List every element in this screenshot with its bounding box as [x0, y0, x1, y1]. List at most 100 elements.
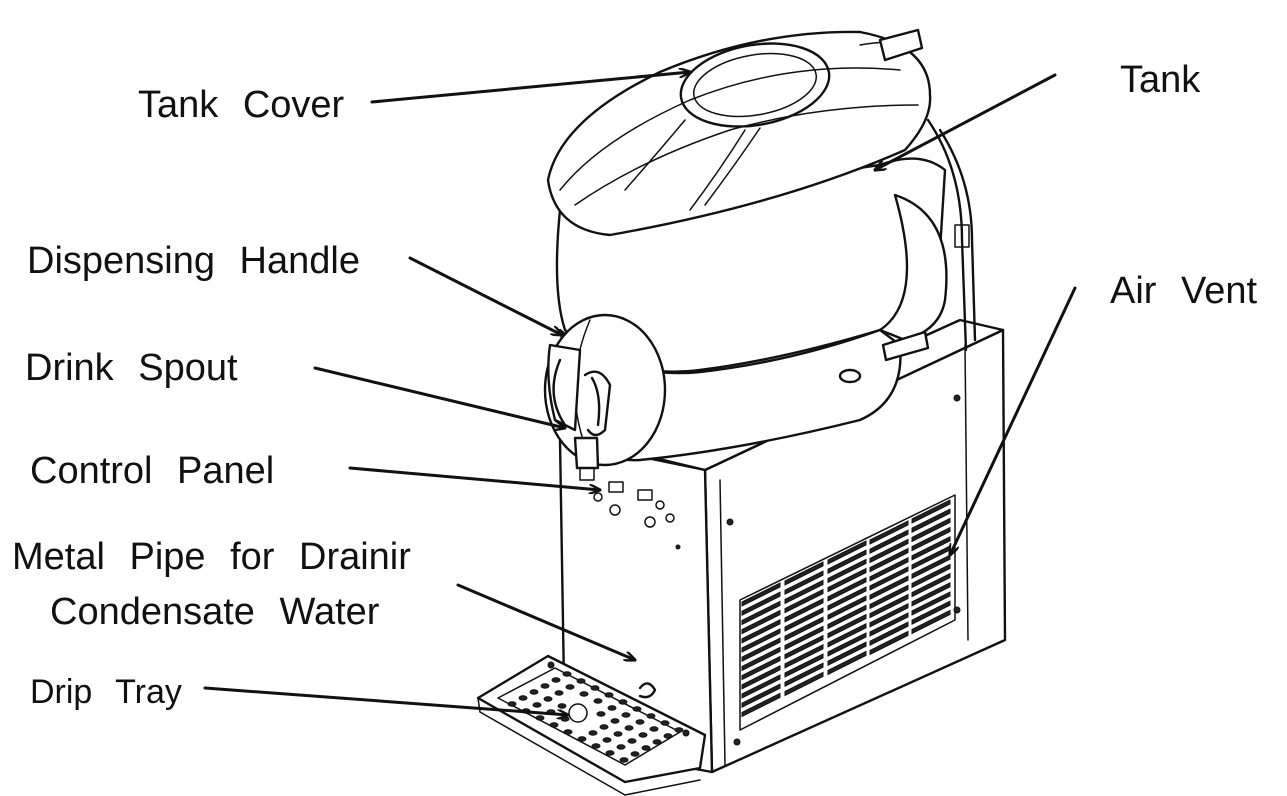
leader-control-panel — [348, 466, 602, 490]
vent-slat — [827, 540, 867, 565]
vent-slat — [741, 637, 781, 663]
tray-hole — [646, 713, 656, 719]
tray-hole — [607, 705, 617, 711]
vent-slat — [911, 609, 951, 635]
vent-slat — [784, 671, 824, 697]
leader-drip-tray — [203, 686, 570, 715]
tray-hole — [619, 757, 629, 763]
vent-slat — [827, 650, 867, 676]
tray-hole — [602, 737, 612, 743]
tray-hole — [618, 699, 628, 705]
leader-drink-spout — [313, 366, 565, 428]
tray-hole — [641, 745, 651, 751]
tray-hole — [591, 743, 601, 749]
tray-hole — [649, 726, 659, 732]
tray-hole — [660, 720, 670, 726]
vent-slat — [911, 535, 951, 561]
vent-slat — [827, 604, 867, 630]
tray-hole — [576, 678, 586, 684]
tray-hole — [565, 684, 575, 690]
vent-slat — [827, 567, 867, 593]
labels: Tank Cover Tank Dispensing Handle Air Ve… — [12, 59, 1258, 711]
vent-slat — [869, 575, 909, 601]
tray-hole — [562, 671, 572, 677]
vent-slat — [869, 630, 909, 656]
vent-slat — [784, 607, 824, 632]
tray-hole — [638, 732, 648, 738]
air-vent-louvers — [739, 494, 956, 731]
vent-slat — [741, 683, 781, 709]
tank-cover-shape — [546, 28, 932, 237]
vent-slat — [784, 634, 824, 660]
tray-hole — [610, 718, 620, 724]
vent-slat — [869, 584, 909, 610]
vent-slat — [827, 632, 867, 657]
leader-tank-cover — [370, 72, 692, 104]
vent-slat — [827, 558, 867, 584]
vent-slat — [784, 597, 824, 623]
vent-slat — [827, 622, 867, 648]
leader-dispensing-handle — [408, 256, 562, 335]
vent-slat — [827, 576, 867, 602]
tray-hole — [605, 750, 615, 756]
vent-slat — [784, 616, 824, 642]
vent-slat — [911, 554, 951, 580]
tray-hole — [554, 690, 564, 696]
vent-slat — [741, 674, 781, 699]
vent-slat — [869, 529, 909, 555]
vent-slat — [827, 549, 867, 575]
leader-air-vent — [950, 286, 1077, 555]
machine-illustration — [476, 28, 1007, 796]
label-air-vent: Air Vent — [1110, 270, 1258, 312]
tray-hole — [635, 719, 645, 725]
label-drip-tray: Drip Tray — [30, 673, 182, 711]
vent-slat — [911, 572, 951, 598]
vent-slat — [784, 570, 824, 596]
vent-slat — [869, 602, 909, 628]
vent-slat — [741, 600, 781, 626]
vent-slat — [911, 508, 951, 534]
vent-slat — [741, 655, 781, 681]
vent-slat — [911, 526, 951, 552]
vent-slat — [869, 556, 909, 582]
label-metal-pipe-line1: Metal Pipe for Drainir — [12, 536, 411, 578]
vent-slat — [827, 613, 867, 639]
vent-slat — [869, 547, 909, 573]
tray-hole — [540, 683, 550, 689]
tray-hole — [535, 715, 545, 721]
vent-slat — [827, 586, 867, 611]
tray-hole — [621, 712, 631, 718]
tray-hole — [596, 711, 606, 717]
vent-slat — [741, 618, 781, 644]
tray-hole — [549, 722, 559, 728]
vent-slat — [741, 664, 781, 690]
vent-slat — [784, 625, 824, 651]
vent-slat — [784, 561, 824, 586]
vent-slat — [784, 662, 824, 688]
tray-hole — [529, 689, 539, 695]
vent-slat — [869, 593, 909, 619]
vent-slat — [784, 588, 824, 614]
vent-slat — [869, 621, 909, 647]
tray-hole — [624, 725, 634, 731]
vent-slat — [869, 538, 909, 564]
tray-hole — [518, 695, 528, 701]
label-dispensing-handle: Dispensing Handle — [27, 240, 360, 282]
tray-hole — [557, 703, 567, 709]
vent-slat — [869, 612, 909, 637]
vent-slat — [741, 582, 781, 607]
tray-hole — [674, 727, 684, 733]
tray-hole — [632, 706, 642, 712]
leader-tank — [875, 73, 1057, 170]
tray-hole — [616, 744, 626, 750]
tray-hole — [588, 730, 598, 736]
tray-hole — [593, 698, 603, 704]
vent-slat — [911, 563, 951, 589]
vent-slat — [741, 591, 781, 617]
tray-hole — [551, 677, 561, 683]
vent-slat — [911, 581, 951, 607]
vent-slat — [741, 628, 781, 653]
leader-metal-pipe — [456, 583, 635, 660]
label-tank: Tank — [1120, 59, 1201, 101]
